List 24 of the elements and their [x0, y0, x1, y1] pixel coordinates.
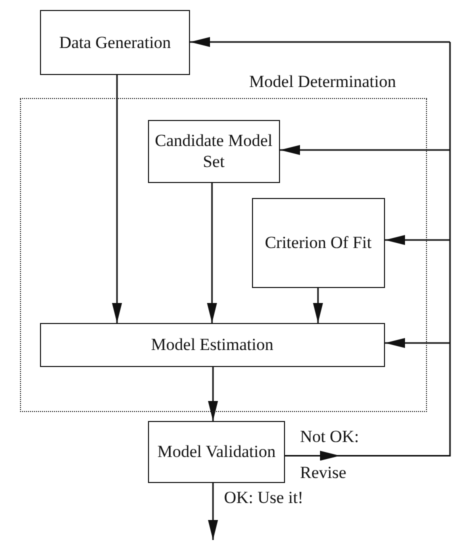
arrow: [190, 37, 450, 47]
arrow: [280, 145, 450, 155]
arrow: [208, 483, 218, 540]
box-label: Model Estimation: [150, 334, 274, 356]
edge-label: Not OK: Revise: [300, 426, 360, 484]
edge-label: OK: Use it!: [224, 488, 304, 508]
arrow: [208, 367, 218, 421]
arrow: [385, 235, 450, 245]
arrow: [313, 288, 323, 323]
group-title: Model Determination: [249, 72, 396, 92]
process-box: [40, 10, 190, 75]
arrow: [112, 75, 122, 323]
box-label: Data Generation: [58, 32, 172, 54]
process-box: [148, 421, 285, 483]
process-box: [40, 322, 385, 367]
process-box: [252, 198, 385, 288]
connector-line: [338, 42, 451, 456]
arrow: [207, 183, 217, 323]
arrow: [285, 450, 340, 461]
process-box: [148, 120, 280, 183]
arrow: [385, 338, 450, 348]
box-label: Criterion Of Fit: [264, 232, 373, 254]
box-label: Model Validation: [156, 441, 277, 463]
box-label: Candidate Model Set: [154, 130, 274, 172]
